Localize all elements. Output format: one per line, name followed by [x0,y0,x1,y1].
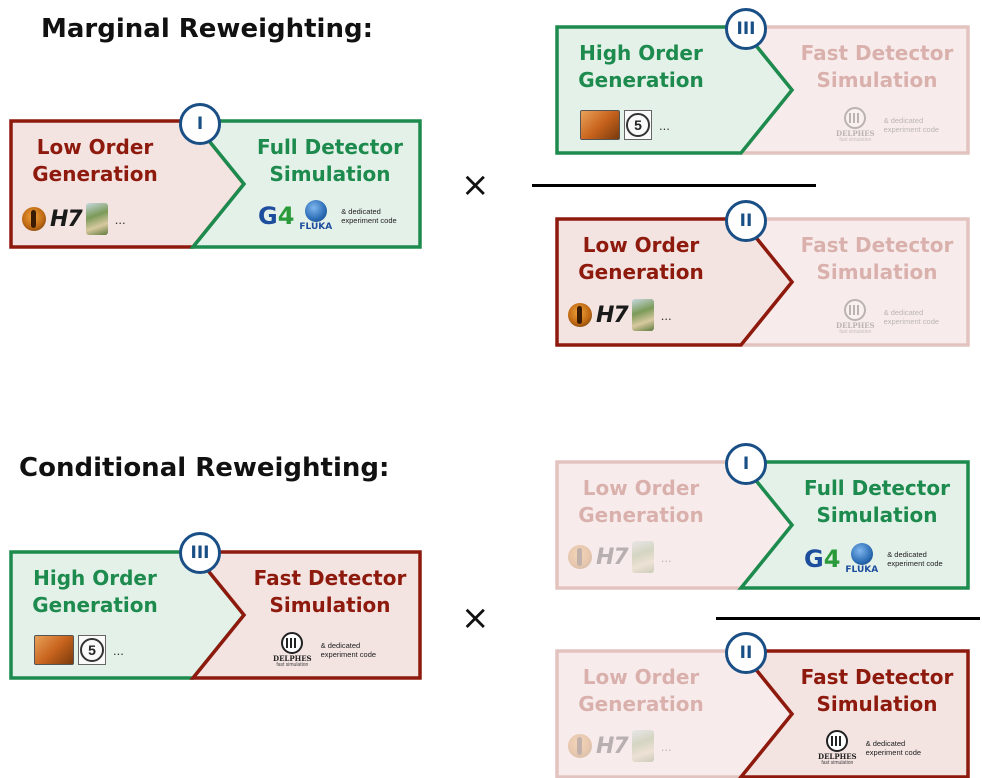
geant4-logo: G4 [258,202,295,230]
pythia-logo [568,734,592,758]
panel-marginal-denominator [555,217,970,347]
ellipsis: ... [114,211,126,227]
fraction-bar [716,617,980,620]
badge-two: II [725,632,767,674]
stage-shape-full-sim [189,119,422,249]
sherpa-logo [631,730,654,762]
fluka-logo: FLUKA [845,543,878,575]
nnlo-logo [34,635,74,665]
generator-logos: H7 ... [568,299,672,331]
panel-marginal-main [9,119,422,249]
pythia-logo [568,303,592,327]
fraction-bar [532,184,816,187]
ellipsis: ... [660,738,672,754]
section-title-marginal: Marginal Reweighting: [41,14,373,44]
nnlo-logo [580,110,620,140]
section-title-conditional: Conditional Reweighting: [19,453,390,483]
herwig-logo: H7 [596,733,629,759]
stage-shape-full-sim [737,460,970,590]
panel-conditional-denominator [555,649,970,778]
badge-two: II [725,200,767,242]
ellipsis: ... [660,549,672,565]
badge-three: III [725,8,767,50]
badge-three: III [179,532,221,574]
ellipsis: ... [660,307,672,323]
generator-logos: H7 ... [22,203,126,235]
ellipsis: ... [659,117,670,133]
badge-one: I [725,443,767,485]
panel-conditional-main [9,550,422,680]
stage-shape-fast-sim [737,649,970,778]
five-logo: 5 [624,110,652,140]
stage-shape-fast-sim [189,550,422,680]
stage-shape-low-order [555,217,795,347]
panel-conditional-numerator [555,460,970,590]
high-order-logos: 5 ... [580,110,670,140]
high-order-logos: 5 ... [34,635,124,665]
five-logo: 5 [78,635,106,665]
geant4-logo: G4 [804,545,841,573]
herwig-logo: H7 [596,544,629,570]
generator-logos: H7 ... [568,730,672,762]
sherpa-logo [631,541,654,573]
multiply-sign: × [461,165,490,205]
sherpa-logo [85,203,108,235]
ellipsis: ... [113,642,124,658]
pythia-logo [568,545,592,569]
pythia-logo [22,207,46,231]
fluka-logo: FLUKA [299,200,332,232]
multiply-sign: × [461,598,490,638]
herwig-logo: H7 [50,206,83,232]
badge-one: I [179,103,221,145]
generator-logos: H7 ... [568,541,672,573]
herwig-logo: H7 [596,302,629,328]
sherpa-logo [631,299,654,331]
